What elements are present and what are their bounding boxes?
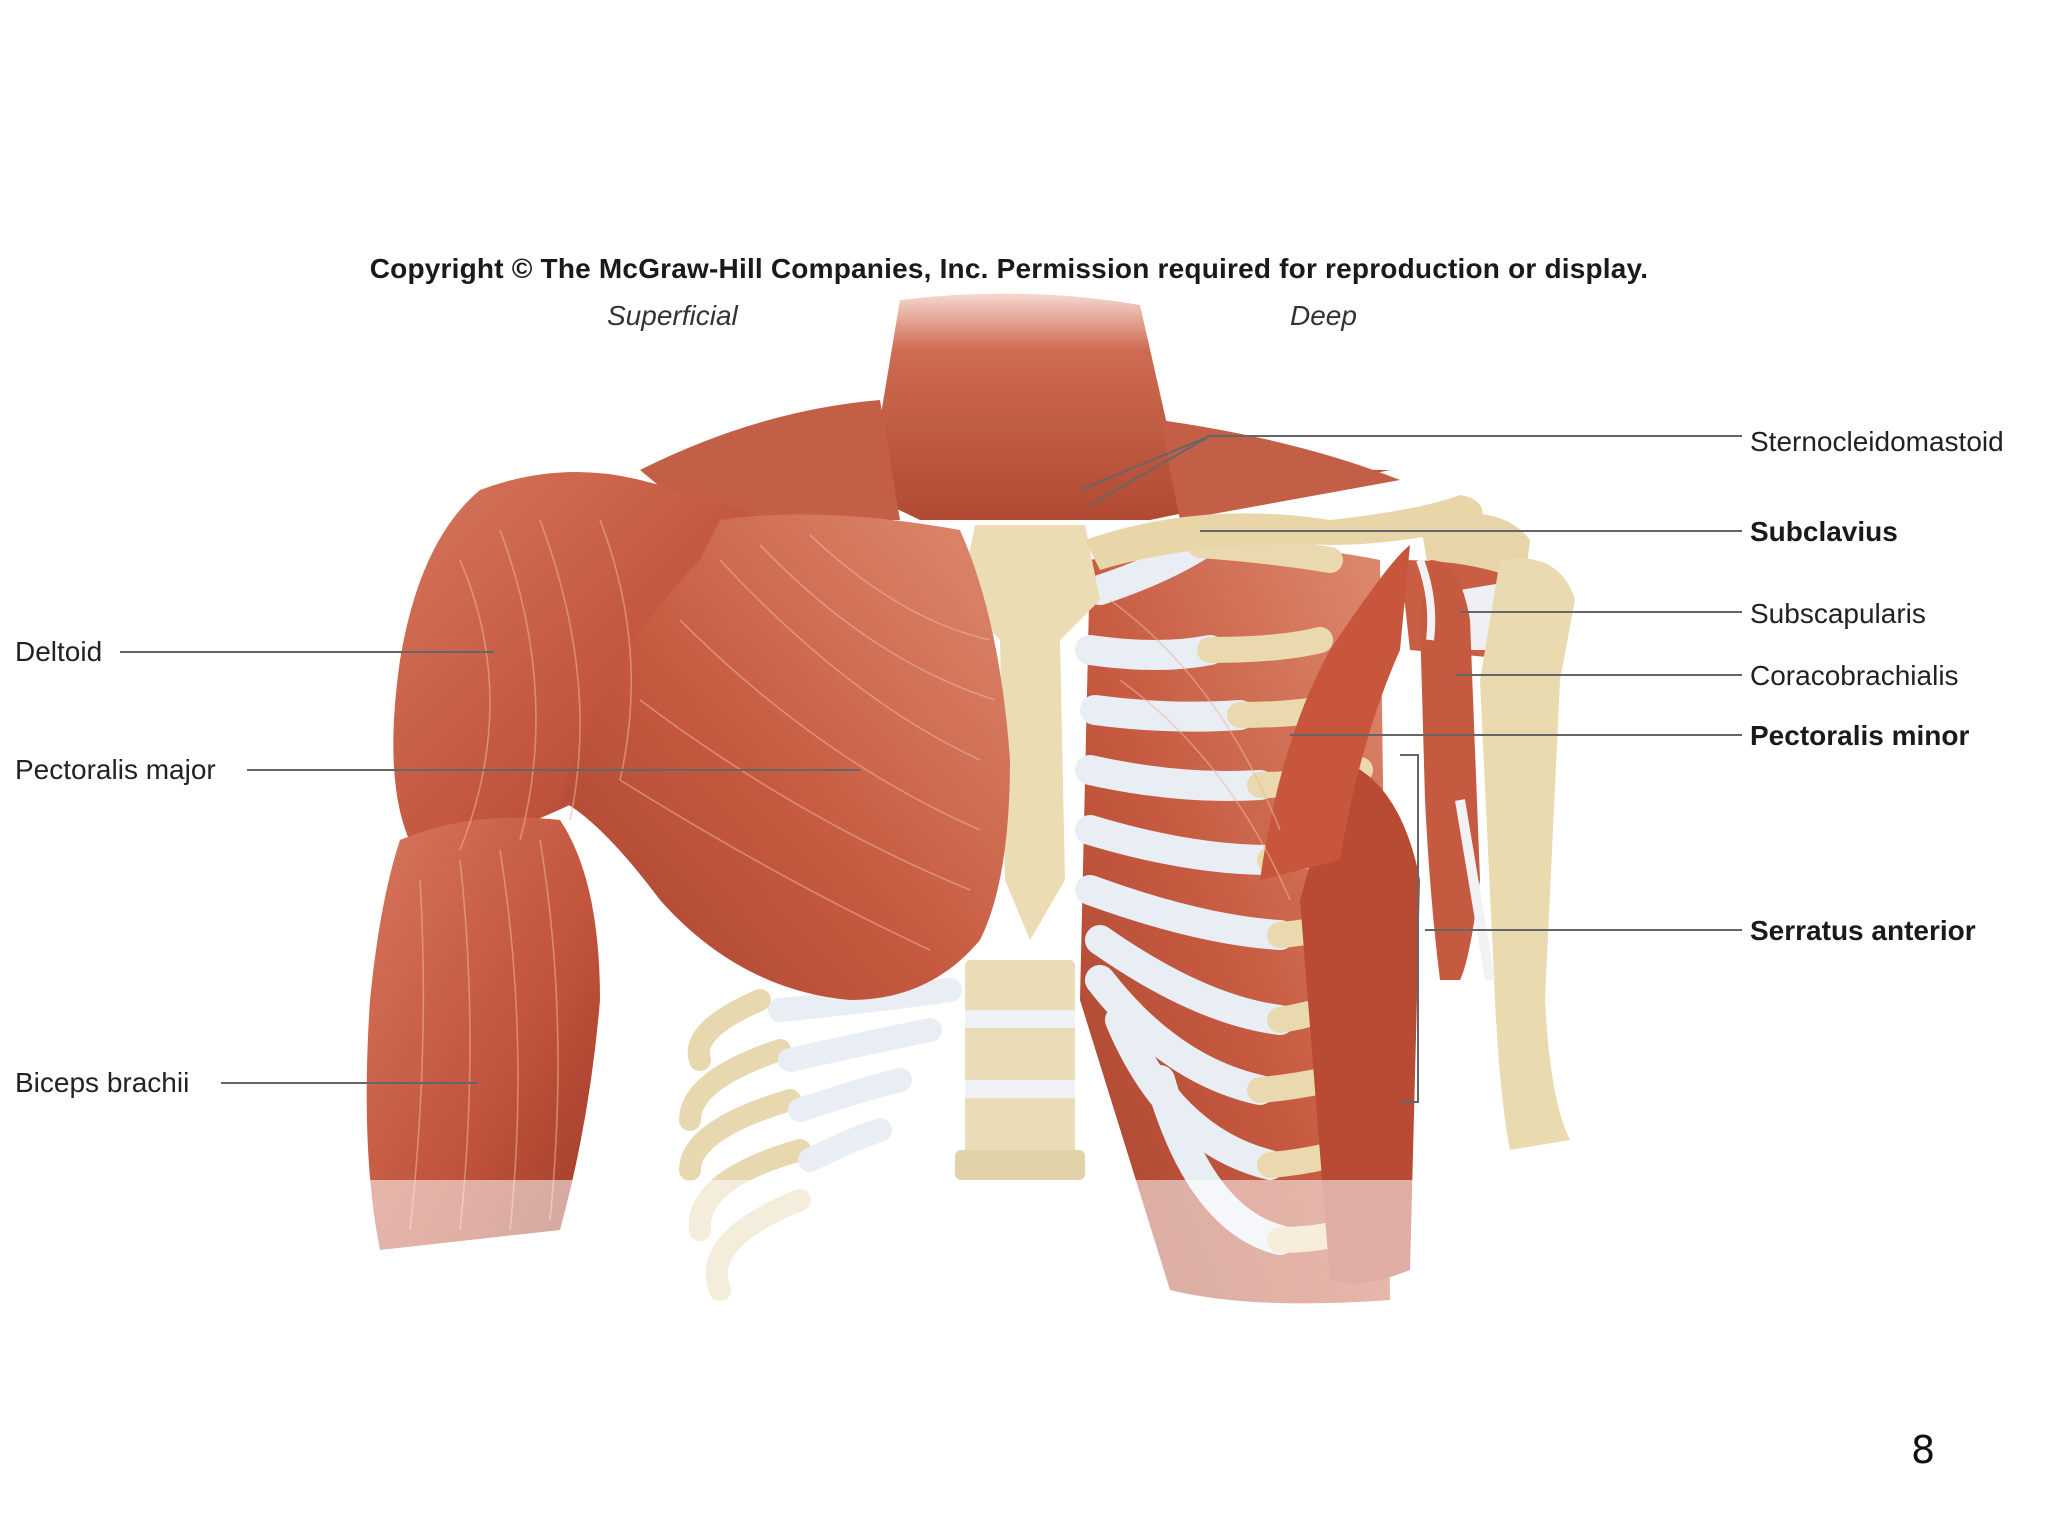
label-sternocleidomastoid: Sternocleidomastoid <box>1750 426 2004 457</box>
label-subscapularis: Subscapularis <box>1750 598 1926 629</box>
vertebral-column <box>955 960 1085 1180</box>
sternum <box>960 525 1100 940</box>
pectoralis-minor-muscle <box>1260 545 1410 880</box>
leader-lines <box>120 435 1742 1103</box>
right-costal-cartilage <box>1075 530 1295 1255</box>
right-clavicle <box>1085 495 1483 570</box>
label-serratus-anterior: Serratus anterior <box>1750 915 1976 946</box>
left-costal-cartilage <box>768 978 962 1172</box>
pectoralis-major-muscle <box>560 514 1010 1000</box>
label-pectoralis-major: Pectoralis major <box>15 754 216 785</box>
serratus-bracket <box>1400 754 1419 1103</box>
biceps-muscle <box>366 817 600 1250</box>
coracobrachialis-muscle <box>1420 560 1480 980</box>
right-humerus <box>1480 558 1575 1150</box>
label-deltoid: Deltoid <box>15 636 103 667</box>
page-number: 8 <box>1911 1428 1936 1472</box>
view-label-deep: Deep <box>1290 300 1357 331</box>
label-pectoralis-minor: Pectoralis minor <box>1750 720 1970 751</box>
trapezius-right <box>1160 420 1400 520</box>
deltoid-muscle <box>393 472 780 860</box>
view-label-superficial: Superficial <box>607 300 738 331</box>
serratus-anterior <box>1300 760 1420 1284</box>
label-biceps-brachii: Biceps brachii <box>15 1067 190 1098</box>
trapezius <box>640 400 900 520</box>
muscle-fibers <box>409 519 1291 1231</box>
label-subclavius: Subclavius <box>1750 516 1898 547</box>
copyright-notice: Copyright © The McGraw-Hill Companies, I… <box>369 253 1649 284</box>
label-coracobrachialis: Coracobrachialis <box>1750 660 1959 691</box>
